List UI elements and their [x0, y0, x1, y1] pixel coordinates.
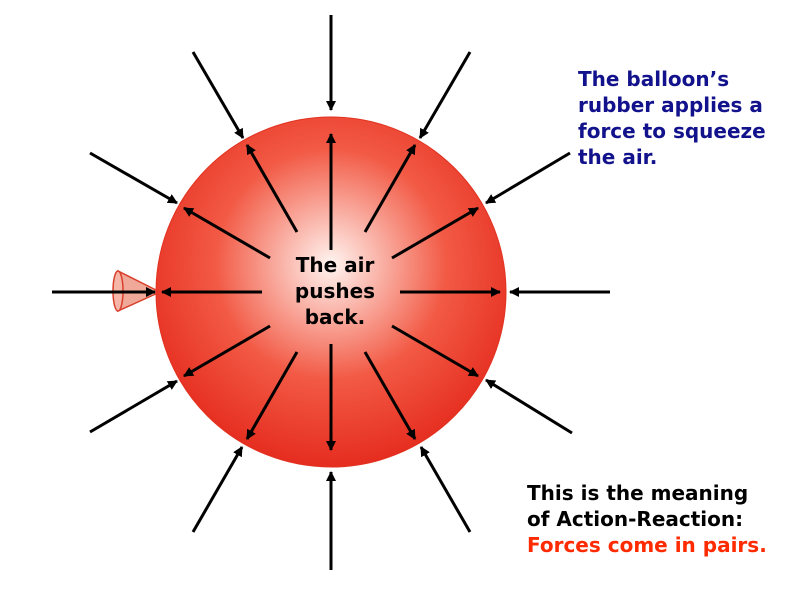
center-label-line: back.: [304, 305, 366, 329]
arrow-icon: [191, 51, 245, 139]
meaning-line: of Action-Reaction:: [527, 507, 744, 531]
inward-arrows: [52, 15, 610, 570]
arrow-icon: [485, 378, 573, 435]
arrow-icon: [245, 144, 299, 233]
arrow-icon: [183, 206, 271, 260]
arrow-icon: [391, 206, 479, 260]
forces-pairs-line: Forces come in pairs.: [527, 533, 767, 557]
center-label-line: pushes: [294, 279, 376, 303]
arrow-icon: [419, 446, 472, 533]
arrow-icon: [245, 351, 299, 440]
center-label: The air pushes back.: [262, 252, 408, 330]
arrow-icon: [183, 324, 271, 378]
rubber-label-line: force to squeeze: [578, 119, 766, 143]
outward-arrows: [161, 133, 501, 451]
arrow-icon: [485, 151, 571, 205]
rubber-label-line: The balloon’s: [578, 67, 730, 91]
arrow-icon: [89, 379, 178, 434]
rubber-force-label: The balloon’s rubber applies a force to …: [578, 66, 796, 170]
rubber-label-line: the air.: [578, 145, 658, 169]
meaning-line: This is the meaning: [527, 481, 749, 505]
arrow-icon: [363, 351, 417, 440]
balloon-icon: [155, 116, 507, 468]
arrow-icon: [191, 446, 244, 533]
arrow-icon: [363, 144, 417, 233]
arrow-icon: [418, 51, 472, 139]
center-label-line: The air: [295, 253, 375, 277]
arrow-icon: [391, 324, 479, 378]
arrow-icon: [89, 151, 178, 205]
rubber-label-line: rubber applies a: [578, 93, 763, 117]
action-reaction-label: This is the meaning of Action-Reaction: …: [527, 480, 797, 558]
